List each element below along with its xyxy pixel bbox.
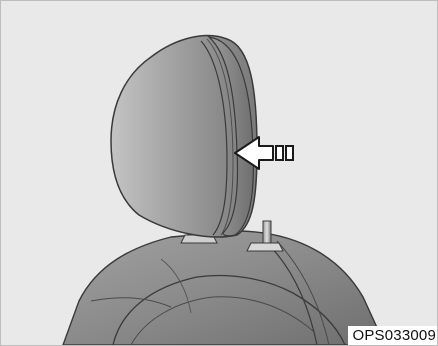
headrest — [111, 36, 257, 237]
figure-code: OPS033009 — [348, 326, 438, 345]
seat-back — [63, 231, 385, 345]
